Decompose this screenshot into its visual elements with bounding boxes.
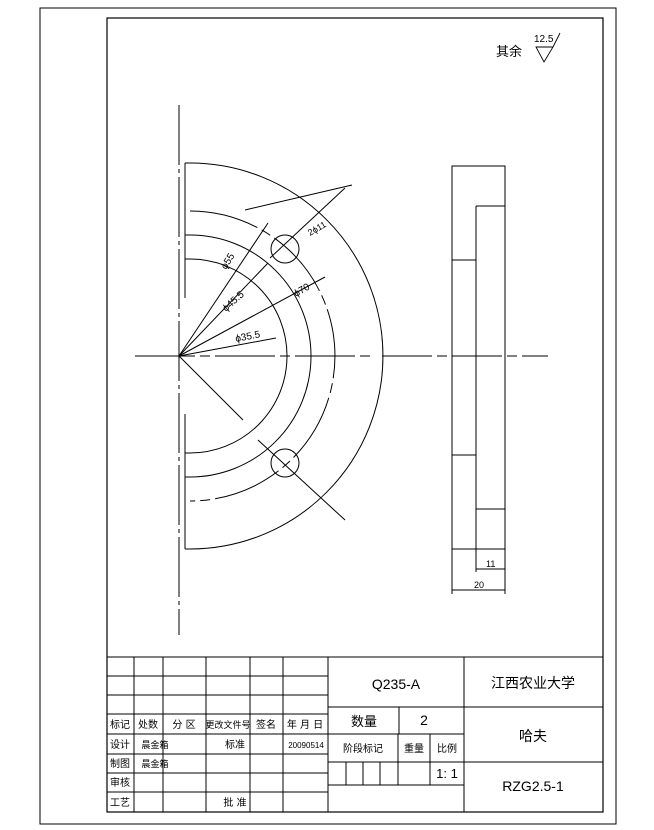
outer-border	[39, 7, 617, 825]
school-name: 江西农业大学	[491, 676, 575, 692]
leader-phi35-5	[178, 337, 277, 357]
title-block	[106, 656, 604, 813]
weight-label: 重量	[404, 742, 424, 755]
stage-label: 阶段标记	[343, 742, 383, 755]
process-label: 工艺	[110, 797, 130, 809]
quantity-value: 2	[420, 712, 428, 728]
material: Q235-A	[372, 676, 421, 692]
design-label: 设计	[110, 738, 130, 751]
leader-lower	[178, 355, 244, 421]
title-block-text: Q235-A 江西农业大学 哈夫 RZG2.5-1 数量 2 阶段标记 重量 比…	[110, 676, 575, 809]
drawing-number: RZG2.5-1	[502, 778, 564, 794]
quantity-label: 数量	[351, 715, 377, 730]
leader-phi55	[178, 222, 269, 357]
date-value: 20090514	[288, 741, 324, 750]
approve-label: 批 准	[223, 796, 246, 809]
roughness-symbol-icon	[535, 32, 561, 63]
hole-centerline-bottom	[257, 439, 346, 521]
leader-phi45-5	[178, 262, 269, 357]
hole-leader-top	[269, 187, 346, 259]
part-name: 哈夫	[519, 729, 547, 745]
dim-phi35-5: ϕ35.5	[234, 329, 261, 345]
dim-thickness-inner: 11	[486, 559, 495, 569]
dim-phi70: ϕ70	[292, 281, 312, 299]
dim-phi55: ϕ55	[219, 251, 237, 271]
drafting-name: 晨金箱	[141, 758, 168, 770]
standard-label: 标准	[225, 739, 245, 751]
inner-bore	[189, 258, 288, 454]
hole-centerline-top	[244, 184, 353, 211]
dim-thickness-total: 20	[474, 580, 484, 590]
bolt-circle	[189, 210, 336, 502]
rev-header-zone: 分 区	[172, 719, 195, 731]
ring-45-5	[189, 234, 312, 478]
design-name: 晨金箱	[141, 739, 168, 751]
surface-finish-label: 其余	[496, 44, 522, 60]
rev-header-sign: 签名	[256, 718, 276, 731]
rev-header-mark: 标记	[110, 719, 130, 731]
dim-holes: 2ϕ11	[306, 219, 328, 237]
ratio-label: 比例	[437, 742, 457, 755]
rev-header-count: 处数	[138, 718, 158, 731]
ratio-value: 1: 1	[436, 766, 458, 781]
drawing-frame	[106, 17, 604, 813]
side-view	[382, 165, 548, 594]
rev-header-doc: 更改文件号	[205, 719, 250, 731]
surface-finish: 其余 12.5	[496, 32, 561, 63]
surface-finish-value: 12.5	[534, 34, 554, 45]
side-outline	[451, 165, 506, 550]
review-label: 审核	[110, 776, 130, 789]
leader-phi70	[178, 276, 326, 357]
drafting-label: 制图	[110, 757, 130, 770]
dim-phi45-5: ϕ45.5	[221, 289, 247, 314]
bolt-hole-top	[270, 234, 300, 264]
rev-header-date: 年 月 日	[287, 718, 323, 731]
bolt-hole-bottom	[270, 448, 300, 478]
front-view	[135, 105, 384, 635]
